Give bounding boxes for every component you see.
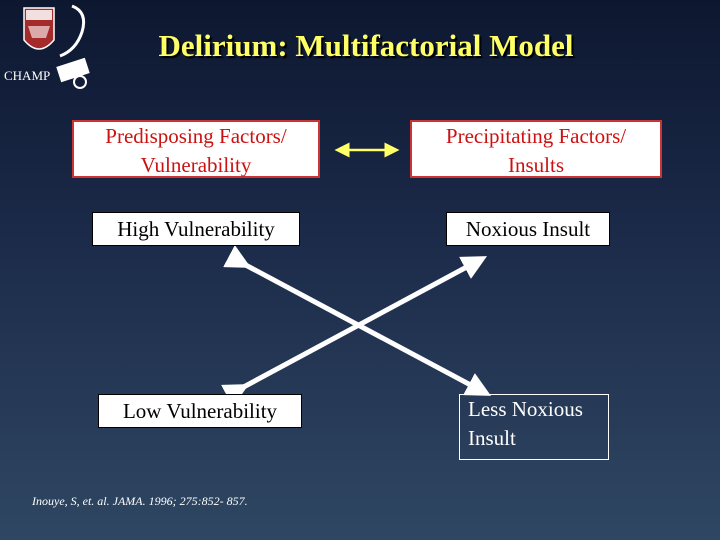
less-noxious-line1: Less Noxious [468, 397, 583, 421]
precipitating-factors-box: Precipitating Factors/ Insults [410, 120, 662, 178]
precipitating-line2: Insults [507, 153, 564, 177]
precipitating-line1: Precipitating Factors/ [445, 124, 627, 148]
high-vulnerability-box: High Vulnerability [92, 212, 300, 246]
predisposing-factors-box: Predisposing Factors/ Vulnerability [72, 120, 320, 178]
low-vulnerability-box: Low Vulnerability [98, 394, 302, 428]
logo-text: CHAMP [4, 68, 50, 83]
less-noxious-insult-box: Less Noxious Insult [459, 394, 609, 460]
champ-logo: CHAMP [4, 4, 90, 89]
citation: Inouye, S, et. al. JAMA. 1996; 275:852- … [32, 494, 248, 508]
arrow-high-to-less-noxious [223, 245, 492, 396]
predisposing-line1: Predisposing Factors/ [105, 124, 287, 148]
predisposing-line2: Vulnerability [140, 153, 252, 177]
slide-title: Delirium: Multifactorial Model [158, 28, 574, 63]
less-noxious-line2: Insult [468, 426, 516, 450]
noxious-insult-box: Noxious Insult [446, 212, 610, 246]
